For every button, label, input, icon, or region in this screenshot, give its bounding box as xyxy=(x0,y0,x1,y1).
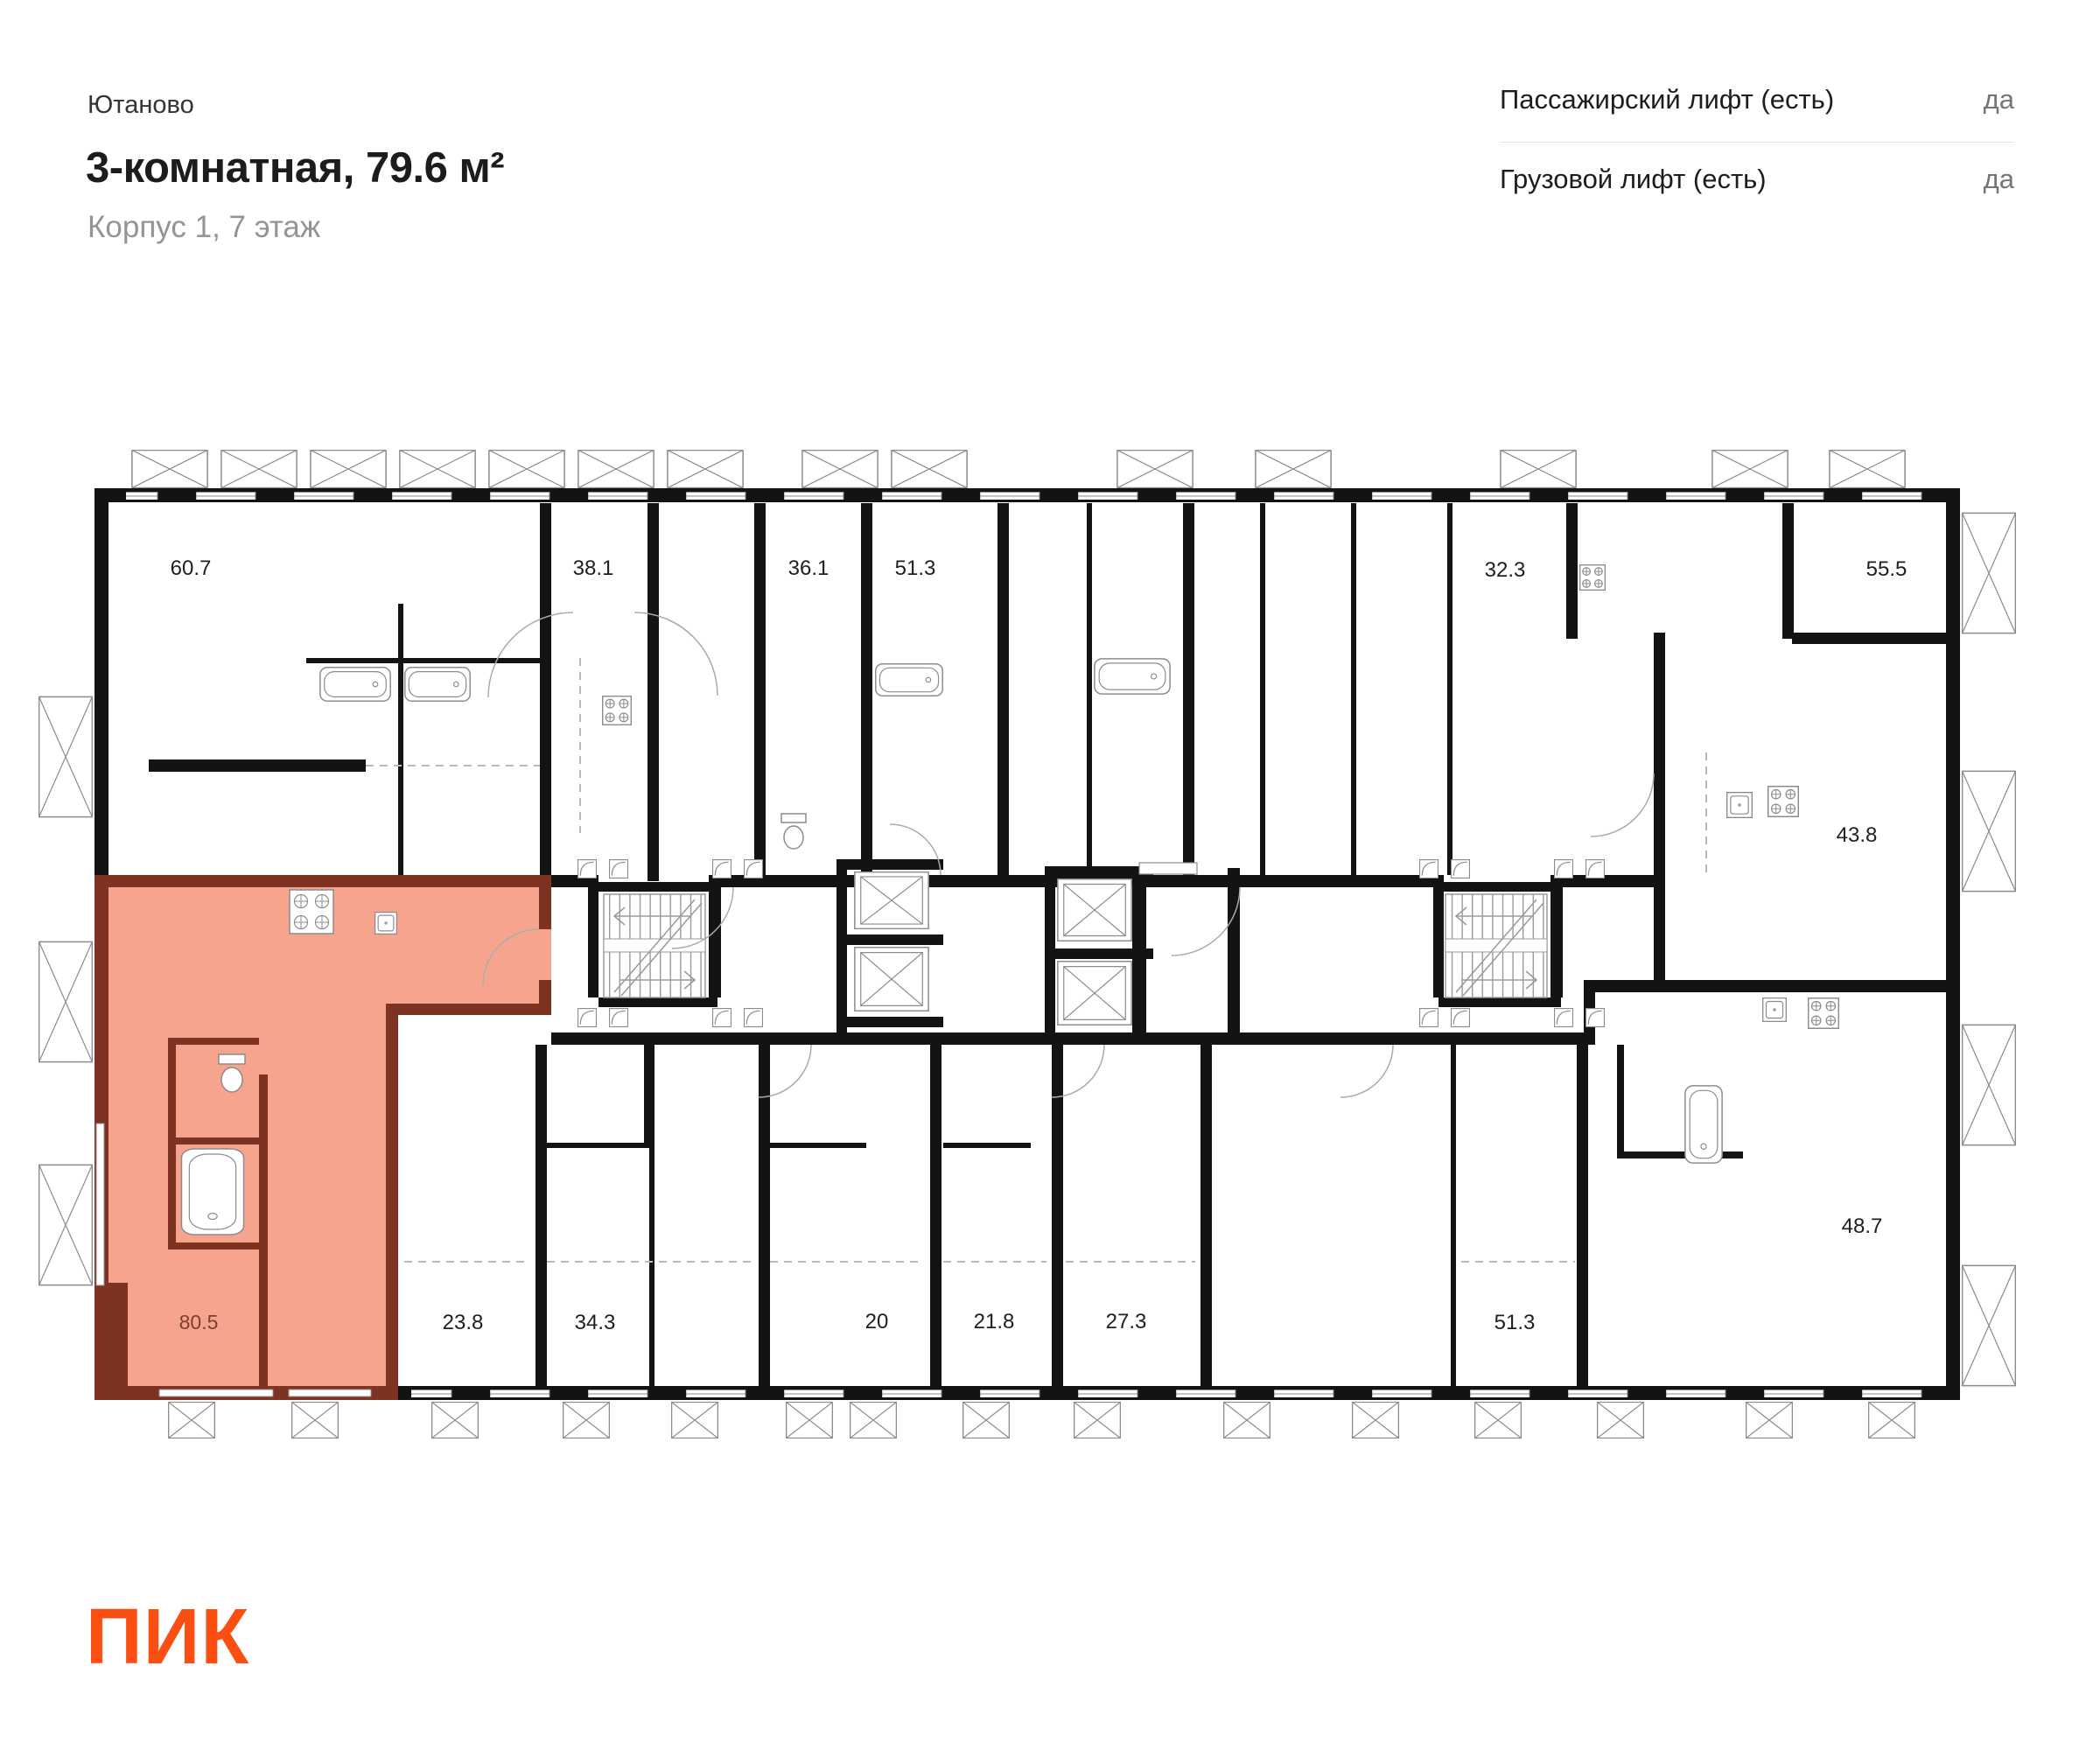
stove-icon xyxy=(1579,564,1606,591)
stove-icon xyxy=(1768,786,1799,817)
highlighted-unit-area-label[interactable]: 80.5 xyxy=(179,1311,219,1334)
page-subtitle: Корпус 1, 7 этаж xyxy=(88,210,321,244)
sink-icon xyxy=(374,912,397,934)
unit-area-label: 36.1 xyxy=(788,556,830,580)
unit-area-label: 20 xyxy=(865,1310,889,1334)
bathtub-icon xyxy=(1684,1085,1723,1164)
unit-area-label: 43.8 xyxy=(1837,823,1878,847)
unit-area-label: 32.3 xyxy=(1485,558,1526,582)
unit-area-label: 48.7 xyxy=(1842,1214,1883,1238)
sink-icon xyxy=(1726,792,1753,818)
unit-area-label: 51.3 xyxy=(895,556,936,580)
unit-area-label: 55.5 xyxy=(1866,557,1908,581)
unit-area-label: 27.3 xyxy=(1106,1310,1147,1334)
bathtub-icon xyxy=(180,1148,245,1236)
bathtub-icon xyxy=(875,663,943,696)
unit-area-label: 34.3 xyxy=(575,1311,616,1334)
unit-area-label: 38.1 xyxy=(573,556,614,580)
info-value: да xyxy=(1983,164,2014,194)
unit-area-label: 23.8 xyxy=(443,1311,484,1334)
pik-logo[interactable]: ПИК xyxy=(86,1593,250,1681)
info-row-passenger-lift: Пассажирский лифт (есть) да xyxy=(1500,84,2014,130)
door-arcs xyxy=(482,612,1655,1098)
fixtures xyxy=(180,564,1839,1236)
bathtub-icon xyxy=(1094,658,1171,695)
window-sills xyxy=(95,492,1942,1397)
info-label: Грузовой лифт (есть) xyxy=(1500,164,1767,194)
info-label: Пассажирский лифт (есть) xyxy=(1500,84,1835,115)
unit-area-label: 21.8 xyxy=(974,1310,1015,1334)
toilet-icon xyxy=(218,1054,246,1093)
page-title: 3-комнатная, 79.6 м² xyxy=(86,144,505,192)
stove-icon xyxy=(602,696,632,725)
divider xyxy=(1500,142,2014,143)
unit-area-label: 60.7 xyxy=(171,556,212,580)
stairwell-right xyxy=(1445,893,1548,998)
unit-area-labels: 60.7 38.1 36.1 51.3 32.3 55.5 43.8 80.5 … xyxy=(171,556,1908,1334)
stove-icon xyxy=(289,889,334,934)
elevator-shafts xyxy=(854,862,1198,1026)
sink-icon xyxy=(1762,998,1787,1022)
info-value: да xyxy=(1983,84,2014,115)
elevator-info-panel: Пассажирский лифт (есть) да Грузовой лиф… xyxy=(1500,84,2014,209)
bathtub-icon xyxy=(404,667,471,702)
project-name: Ютаново xyxy=(88,91,194,119)
stove-icon xyxy=(1808,998,1839,1029)
dashed-lines xyxy=(366,658,1707,1263)
toilet-icon xyxy=(780,813,807,850)
info-row-cargo-lift: Грузовой лифт (есть) да xyxy=(1500,164,2014,209)
bathtub-icon xyxy=(319,667,391,702)
unit-area-label: 51.3 xyxy=(1494,1311,1536,1334)
